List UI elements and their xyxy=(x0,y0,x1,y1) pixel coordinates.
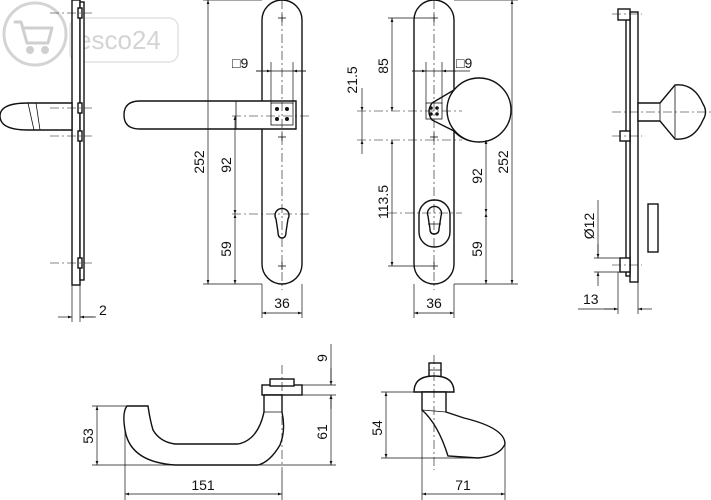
top-view-knob: 54 71 xyxy=(369,355,506,500)
dim-cyl-to-bottom-knob: 59 xyxy=(469,241,485,257)
dim-knob-to-cyl: 92 xyxy=(469,168,485,184)
top-view-lever: 53 9 61 151 xyxy=(80,344,336,500)
dim-total-knob: 252 xyxy=(495,150,511,174)
dim-lever-length: 151 xyxy=(191,477,215,493)
knob-top-profile xyxy=(421,391,506,459)
dim-projection: 13 xyxy=(583,291,599,307)
dim-square-knob: □9 xyxy=(456,55,472,71)
dim-knob-height: 54 xyxy=(369,420,385,436)
front-view-lever: 252 92 59 □9 36 xyxy=(123,0,310,318)
lever-top-profile xyxy=(123,394,285,466)
dim-total-lever: 252 xyxy=(191,150,207,174)
side-plate-knob xyxy=(629,11,639,283)
dim-knob-length: 71 xyxy=(455,477,471,493)
dim-handle-to-cyl-lever: 92 xyxy=(218,157,234,173)
dim-to-knob: 85 xyxy=(375,58,391,74)
cylinder-hole-knob xyxy=(426,205,443,235)
dim-width-knob: 36 xyxy=(426,295,442,311)
dim-lever-height-total: 61 xyxy=(314,424,330,440)
dim-top-knob: 21.5 xyxy=(344,66,360,93)
dim-cyl-to-bottom-lever: 59 xyxy=(218,241,234,257)
front-view-knob: 85 21.5 113.5 □9 92 59 252 36 xyxy=(344,0,518,318)
dim-square-lever: □9 xyxy=(232,55,248,71)
logo-text: esco24 xyxy=(77,25,161,55)
side-plate xyxy=(71,0,81,286)
side-view-knob: Ø12 13 xyxy=(578,8,711,314)
dim-to-cyl-knob: 113.5 xyxy=(375,185,391,219)
knob-circle xyxy=(446,77,512,143)
front-lever-handle xyxy=(123,100,297,130)
dim-width-lever: 36 xyxy=(274,295,290,311)
cylinder-side xyxy=(647,203,659,253)
side-plate-knob-inner xyxy=(625,17,631,277)
watermark: esco24 xyxy=(2,1,179,67)
cart-icon xyxy=(13,20,54,54)
dim-diameter: Ø12 xyxy=(581,213,597,240)
side-screw-top-knob xyxy=(617,8,631,21)
dim-thickness: 2 xyxy=(99,302,107,318)
dim-lever-height: 53 xyxy=(80,428,96,444)
dim-rose-height: 9 xyxy=(314,354,330,362)
logo-box xyxy=(69,17,179,63)
side-view-lever: 2 xyxy=(0,0,107,322)
logo-circle xyxy=(2,1,68,67)
side-lever-handle xyxy=(0,102,73,131)
